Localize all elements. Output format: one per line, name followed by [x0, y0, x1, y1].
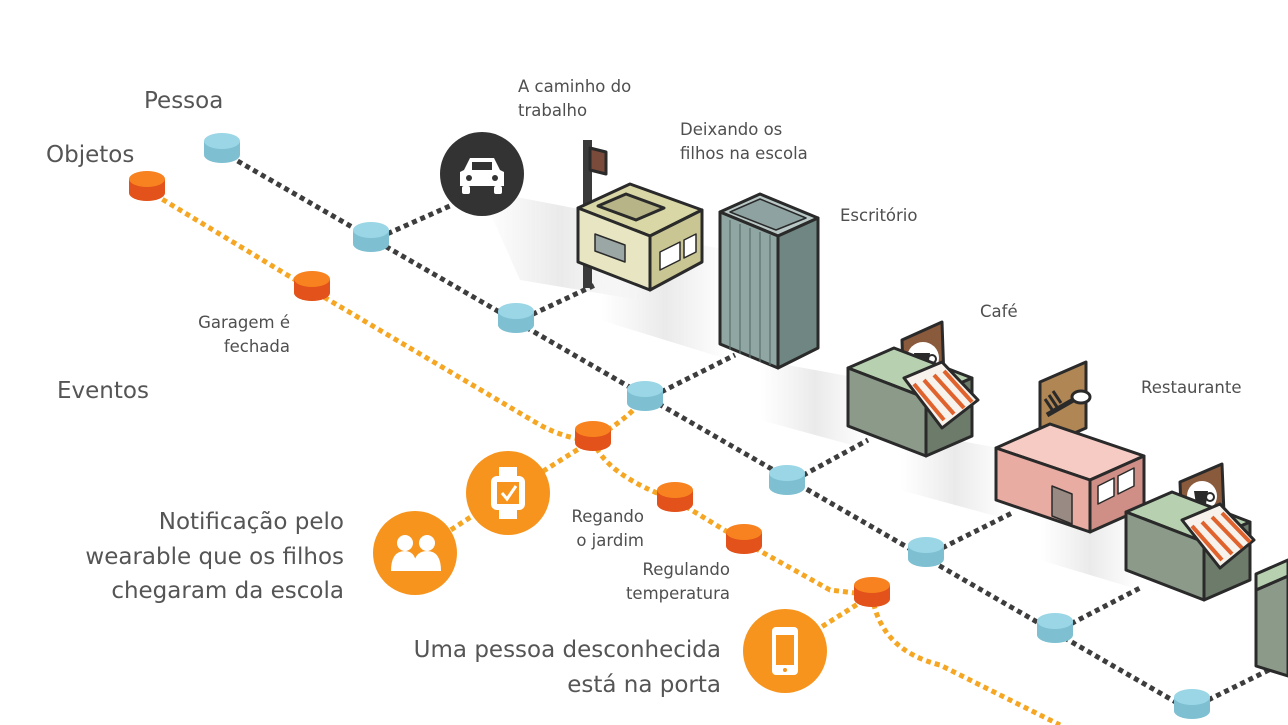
- object-node: [294, 271, 330, 301]
- person-node: [498, 303, 534, 333]
- place-label-school: Deixando os filhos na escola: [680, 120, 808, 163]
- cafe-building: [846, 320, 980, 458]
- event-label-wearable: Notificação pelo wearable que os filhos …: [85, 509, 344, 604]
- row-label-pessoa: Pessoa: [144, 88, 224, 114]
- person-node: [908, 537, 944, 567]
- place-label-restaurant: Restaurante: [1141, 378, 1242, 397]
- phone-event-badge: [743, 609, 827, 693]
- place-label-commute: A caminho do trabalho: [518, 77, 632, 120]
- person-branch-car: [369, 202, 454, 244]
- row-label-eventos: Eventos: [57, 378, 149, 404]
- restaurant-building: [994, 360, 1146, 534]
- person-nodes: [204, 133, 1210, 719]
- people-icon: [391, 535, 441, 571]
- edge-building: [1254, 558, 1288, 678]
- person-node: [627, 381, 663, 411]
- person-node: [1174, 689, 1210, 719]
- person-node: [769, 465, 805, 495]
- cafe-building-2: [1124, 462, 1256, 602]
- car-badge: [440, 132, 524, 216]
- person-branch-school: [514, 282, 597, 325]
- row-label-objetos: Objetos: [46, 142, 135, 168]
- place-label-cafe: Café: [980, 302, 1018, 321]
- object-node: [129, 171, 165, 201]
- object-label-temperature: Regulando temperatura: [625, 560, 730, 603]
- people-event-badge: [373, 511, 457, 595]
- object-node: [575, 421, 611, 451]
- smartphone-icon: [772, 627, 798, 675]
- smartwatch-check-icon: [491, 467, 525, 519]
- object-label-garage: Garagem é fechada: [198, 313, 290, 356]
- person-branch-restaurant: [924, 510, 1014, 559]
- school-building: [576, 140, 704, 292]
- object-branch-tail: [869, 594, 1062, 725]
- object-node: [657, 482, 693, 512]
- office-tower: [718, 192, 820, 370]
- person-node: [1037, 613, 1073, 643]
- person-node: [353, 222, 389, 252]
- person-branch-office: [643, 352, 737, 403]
- object-label-garden: Regando o jardim: [571, 507, 645, 550]
- place-label-office: Escritório: [840, 206, 918, 225]
- person-branch-cafe2: [1053, 585, 1142, 635]
- wearable-event-badge: [466, 451, 550, 535]
- car-icon: [460, 158, 504, 194]
- object-nodes: [129, 171, 890, 607]
- fork-spoon-icon: [1043, 389, 1092, 418]
- person-branch-cafe: [785, 437, 870, 487]
- object-node: [726, 524, 762, 554]
- event-label-stranger: Uma pessoa desconhecida está na porta: [413, 637, 721, 698]
- object-node: [854, 577, 890, 607]
- person-node: [204, 133, 240, 163]
